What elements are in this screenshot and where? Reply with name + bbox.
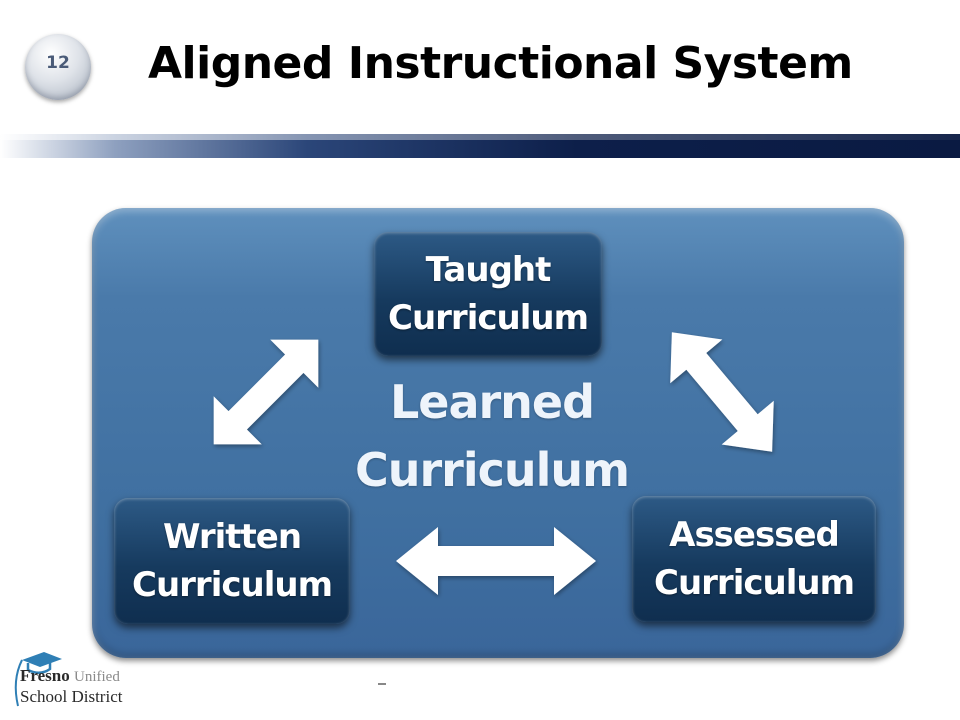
center-label-1: Learned xyxy=(389,375,595,429)
node-taught-label-1: Taught xyxy=(425,250,552,290)
node-taught-label-2: Curriculum xyxy=(388,298,589,338)
footer-dash: - xyxy=(378,683,386,685)
logo-word-unified: Unified xyxy=(74,669,120,685)
node-taught-curriculum: Taught Curriculum xyxy=(374,232,602,356)
arrow-written-taught xyxy=(213,339,319,445)
node-written-label-2: Curriculum xyxy=(132,565,333,605)
graduation-cap-icon xyxy=(14,652,62,707)
node-assessed-curriculum: Assessed Curriculum xyxy=(632,496,876,622)
slide-number-badge: 12 xyxy=(25,34,91,100)
aligned-system-diagram: Taught Curriculum Learned Curriculum Wri… xyxy=(92,208,904,658)
district-logo: Fresno Unified School District xyxy=(6,650,136,710)
node-assessed-label-2: Curriculum xyxy=(654,563,855,603)
center-label-2: Curriculum xyxy=(354,443,630,497)
arrow-written-assessed xyxy=(396,527,596,595)
slide-title: Aligned Instructional System xyxy=(148,38,853,89)
logo-line-school-district: School District xyxy=(20,687,123,706)
center-learned-curriculum: Learned Curriculum xyxy=(322,368,662,504)
logo-word-fresno: Fresno xyxy=(20,666,70,685)
node-assessed-label-1: Assessed xyxy=(669,515,840,555)
title-underline-bar xyxy=(0,134,960,158)
node-written-curriculum: Written Curriculum xyxy=(114,498,350,624)
diagram-arrows xyxy=(213,332,774,595)
slide-number: 12 xyxy=(46,53,70,73)
node-written-label-1: Written xyxy=(162,517,302,557)
arrow-taught-assessed xyxy=(670,332,774,452)
